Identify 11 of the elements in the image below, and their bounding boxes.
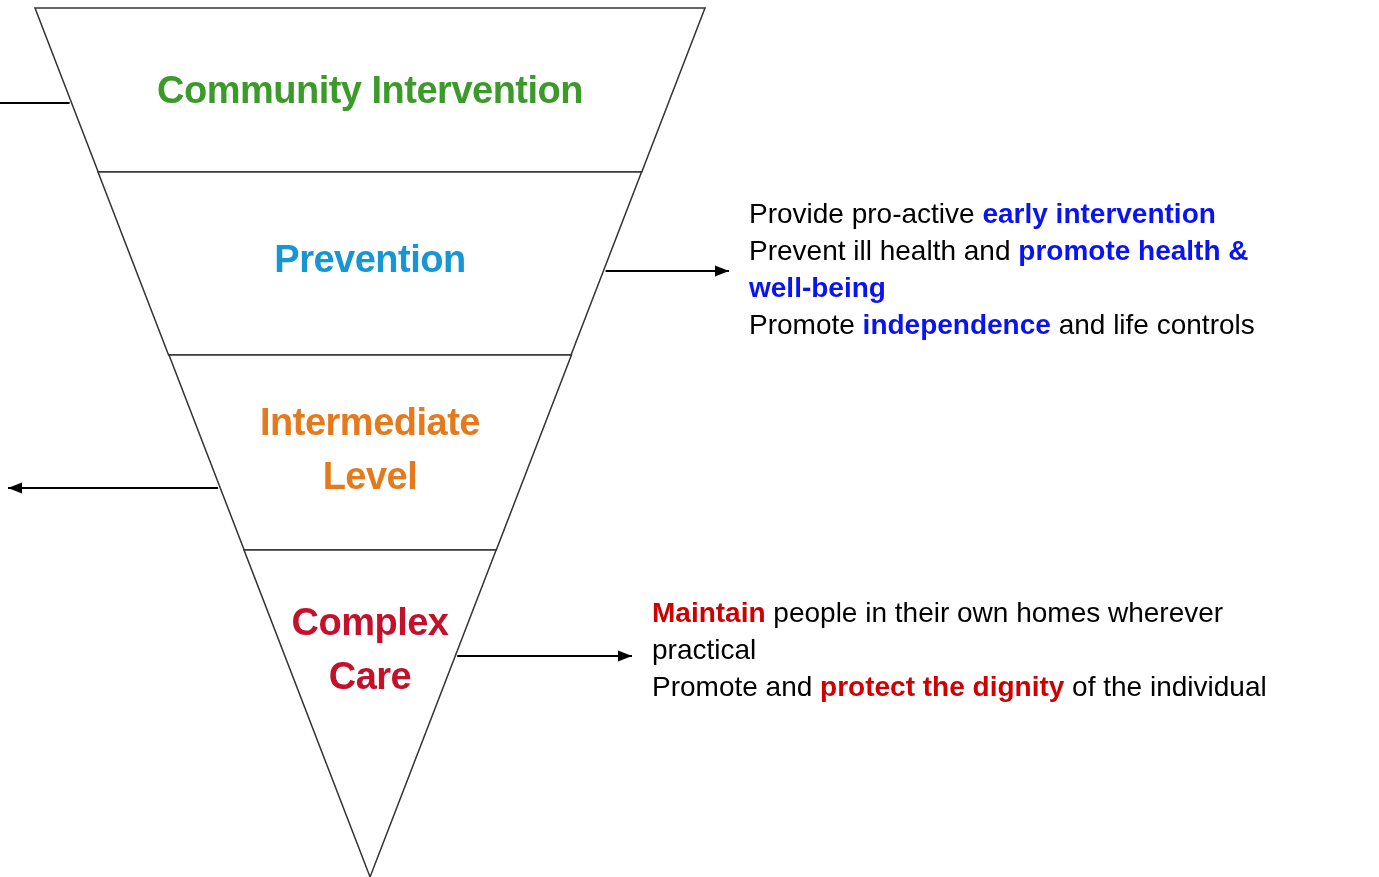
connector-line bbox=[0, 102, 71, 104]
arrow bbox=[604, 265, 730, 277]
body-text: Promote independence and life controls bbox=[749, 308, 1256, 342]
arrow bbox=[7, 482, 220, 494]
arrow bbox=[456, 650, 633, 662]
band-label: Community Intervention bbox=[156, 68, 584, 113]
band-label: Intermediate Level bbox=[259, 400, 481, 499]
band-label: Complex Care bbox=[290, 600, 450, 699]
body-text: Promote and protect the dignity of the individual bbox=[652, 670, 1268, 704]
band-label: Prevention bbox=[273, 237, 467, 282]
body-text: Provide pro-active early intervention bbox=[749, 197, 1217, 231]
